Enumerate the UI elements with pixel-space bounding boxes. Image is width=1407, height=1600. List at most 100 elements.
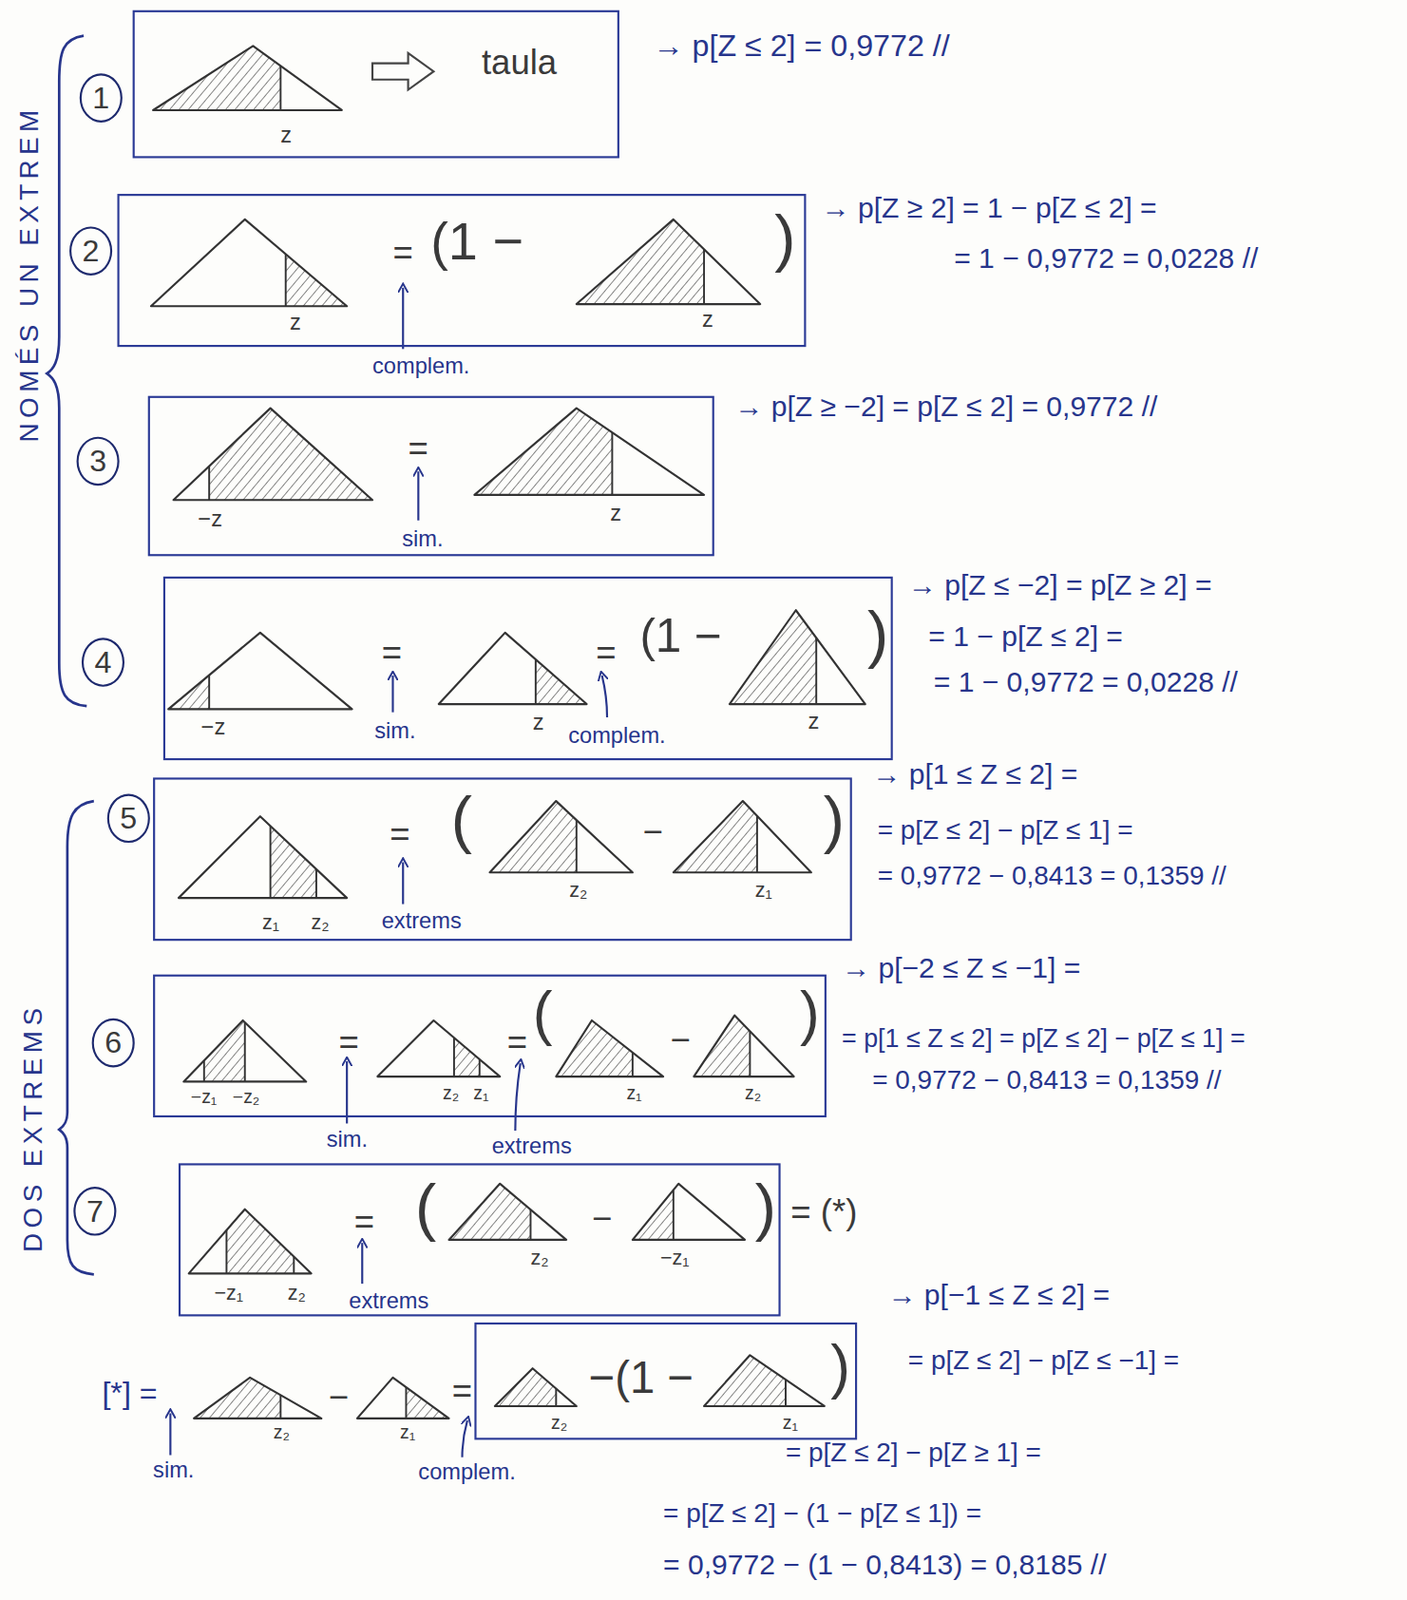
normal-curve <box>178 816 347 898</box>
formula-text: z₂ <box>311 912 330 932</box>
cut-line <box>672 1189 675 1240</box>
formula-text: −z <box>197 508 223 532</box>
formula-text: extrems <box>348 1290 429 1313</box>
formula-label: z₁ <box>399 1423 416 1442</box>
formula-text: sim. <box>374 719 416 742</box>
cut-line <box>530 1209 533 1240</box>
cut-line <box>208 675 210 710</box>
shaded-area <box>673 800 758 873</box>
number-circle: 1 <box>79 73 123 123</box>
cut-line <box>756 816 759 873</box>
formula-text: ) <box>799 983 820 1043</box>
number-circle: 5 <box>107 794 151 844</box>
formula-text: −z₁ <box>214 1282 245 1303</box>
formula-label: = 1 − 0,9772 = 0,0228 // <box>953 245 1258 274</box>
formula-label: = <box>452 1372 473 1408</box>
formula-label: = p[Z ≤ 2] − (1 − p[Z ≤ 1]) = <box>663 1500 982 1527</box>
formula-box: z=(1 −z) <box>117 193 807 347</box>
number-circle: 3 <box>76 437 120 487</box>
formula-label: → p[Z ≤ −2] = p[Z ≥ 2] = <box>908 570 1213 600</box>
normal-curve <box>152 45 343 111</box>
shaded-area <box>703 1354 786 1407</box>
formula-label: → p[−1 ≤ Z ≤ 2] = <box>887 1280 1110 1310</box>
cut-line <box>703 248 705 305</box>
shaded-area <box>693 1015 750 1077</box>
formula-label: complem. <box>418 1461 515 1484</box>
pointer-arrow <box>401 287 404 349</box>
formula-text: ) <box>755 1175 777 1239</box>
cut-line <box>478 1059 481 1077</box>
normal-curve <box>490 800 633 873</box>
cut-line <box>610 432 613 495</box>
formula-text: z₂ <box>530 1246 549 1267</box>
formula-text: z₂ <box>551 1412 568 1431</box>
formula-label: = p[Z ≤ 2] − p[Z ≥ 1] = <box>785 1438 1042 1465</box>
normal-curve <box>693 1015 794 1077</box>
formula-text: ( <box>451 787 473 852</box>
normal-curve <box>494 1368 577 1407</box>
formula-text: = <box>339 1024 360 1060</box>
pointer-arrow <box>602 675 608 718</box>
normal-curve <box>183 1020 306 1082</box>
formula-text: −(1 − <box>589 1354 694 1400</box>
formula-text: z₂ <box>744 1083 761 1103</box>
double-arrow <box>372 53 434 91</box>
formula-text: = <box>408 430 429 466</box>
pointer-arrow <box>462 1420 468 1458</box>
normal-curve <box>438 632 588 704</box>
normal-curve <box>555 1020 664 1077</box>
callout-number: 4 <box>95 646 113 678</box>
normal-curve <box>673 800 812 873</box>
formula-label: [*] = <box>101 1377 157 1408</box>
formula-label: → p[Z ≥ −2] = p[Z ≤ 2] = 0,9772 // <box>734 392 1158 421</box>
formula-label: = 0,9772 − 0,8413 = 0,1359 // <box>872 1065 1221 1093</box>
formula-text: = <box>595 634 616 670</box>
formula-text: − <box>591 1200 612 1236</box>
formula-text: = <box>507 1024 528 1060</box>
number-circle: 2 <box>69 226 113 276</box>
formula-label: = (*) <box>790 1194 857 1230</box>
number-circle: 7 <box>73 1186 116 1236</box>
formula-text: ) <box>867 602 889 666</box>
formula-box: −z=sim.z <box>148 396 715 557</box>
cut-line <box>244 1022 247 1082</box>
formula-box: ztaula <box>133 10 620 159</box>
formula-label: → p[Z ≥ 2] = 1 − p[Z ≤ 2] = <box>821 193 1158 223</box>
pointer-arrows <box>170 287 608 1458</box>
pointer-arrow <box>417 471 419 521</box>
callout-number: 5 <box>119 802 137 834</box>
formula-box: −z=sim.z=complem.(1 −z) <box>163 576 894 761</box>
formula-text: z₁ <box>755 879 773 900</box>
shaded-area <box>193 1377 281 1419</box>
cut-line <box>285 253 287 306</box>
cut-line <box>208 466 210 501</box>
formula-text: ( <box>415 1175 437 1239</box>
formula-label: = p[Z ≤ 2] − p[Z ≤ 1] = <box>877 816 1134 843</box>
formula-text: −z₁ <box>190 1087 217 1106</box>
cut-line <box>225 1230 228 1274</box>
cut-line <box>203 1060 206 1082</box>
shaded-area <box>555 1020 633 1077</box>
cut-line <box>269 825 272 898</box>
formula-text: ( <box>532 983 553 1043</box>
shaded-area <box>209 408 373 501</box>
pointer-arrow <box>361 1242 363 1284</box>
shaded-area <box>474 408 612 495</box>
formula-text: z <box>808 710 820 734</box>
formula-label: sim. <box>152 1459 194 1483</box>
formula-text: ) <box>823 787 845 852</box>
formula-label: sim. <box>326 1128 368 1152</box>
normal-curve <box>151 219 347 306</box>
normal-curve <box>474 408 704 495</box>
cut-line <box>748 1030 751 1077</box>
normal-curve <box>189 1209 312 1274</box>
cut-line <box>554 1387 557 1406</box>
number-circle: 4 <box>81 637 125 687</box>
formula-label: → p[Z ≤ 2] = 0,9772 // <box>652 30 950 61</box>
formula-text: z₂ <box>569 879 588 900</box>
normal-curve <box>703 1354 825 1407</box>
formula-label: = 1 − p[Z ≤ 2] = <box>928 622 1123 651</box>
formula-text: z₁ <box>262 912 280 932</box>
cut-line <box>631 1052 634 1077</box>
normal-curve <box>193 1377 322 1419</box>
